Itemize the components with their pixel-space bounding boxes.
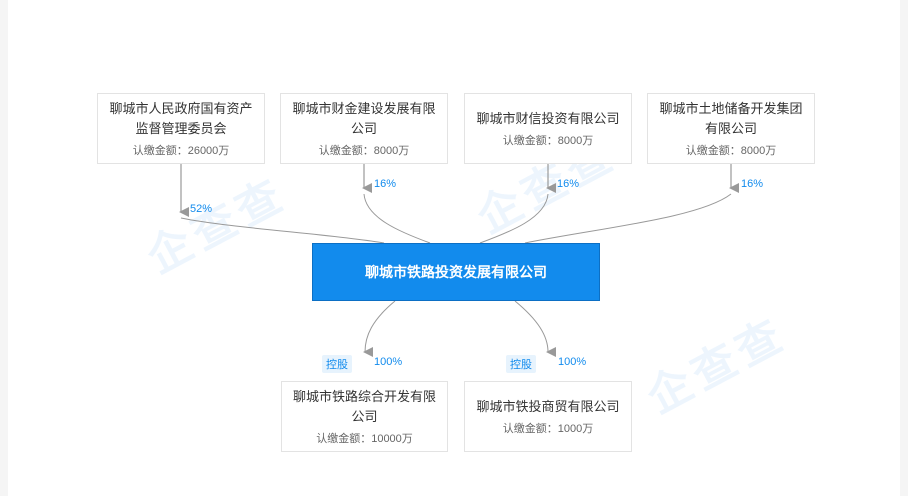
subsidiary-name: 聊城市铁投商贸有限公司 (476, 398, 620, 414)
shareholder-amount: 认缴金额：8000万 (318, 144, 410, 157)
shareholder-name: 聊城市人民政府国有资产监督管理委员会 (109, 100, 253, 136)
shareholder-name: 聊城市土地储备开发集团有限公司 (659, 100, 803, 136)
shareholder-percent: 52% (190, 203, 213, 215)
shareholder-amount: 认缴金额：8000万 (685, 144, 777, 157)
subsidiary-node[interactable]: 聊城市铁路综合开发有限公司 认缴金额：10000万 (281, 381, 448, 452)
holding-tag: 控股 (322, 355, 352, 373)
subsidiary-node[interactable]: 聊城市铁投商贸有限公司 认缴金额：1000万 (464, 381, 632, 452)
edge-subsidiary-1 (363, 300, 396, 358)
subsidiary-percent: 100% (374, 356, 403, 368)
shareholder-amount: 认缴金额：8000万 (502, 134, 594, 147)
shareholder-name: 聊城市财信投资有限公司 (476, 110, 620, 126)
shareholder-node[interactable]: 聊城市土地储备开发集团有限公司 认缴金额：8000万 (647, 93, 815, 164)
edge-shareholder-3-link (479, 193, 549, 244)
main-company-name: 聊城市铁路投资发展有限公司 (365, 264, 547, 280)
shareholder-percent: 16% (741, 178, 764, 190)
holding-tag: 控股 (506, 355, 536, 373)
edge-shareholder-1-link (180, 217, 385, 244)
shareholder-node[interactable]: 聊城市财信投资有限公司 认缴金额：8000万 (464, 93, 632, 164)
shareholder-node[interactable]: 聊城市财金建设发展有限公司 认缴金额：8000万 (280, 93, 448, 164)
edge-shareholder-4-link (524, 193, 732, 244)
main-company-node[interactable]: 聊城市铁路投资发展有限公司 (312, 243, 600, 301)
subsidiary-name: 聊城市铁路综合开发有限公司 (292, 388, 436, 424)
edge-shareholder-2-link (363, 193, 431, 244)
shareholder-name: 聊城市财金建设发展有限公司 (292, 100, 436, 136)
shareholder-percent: 16% (374, 178, 397, 190)
shareholder-node[interactable]: 聊城市人民政府国有资产监督管理委员会 认缴金额：26000万 (97, 93, 265, 164)
subsidiary-percent: 100% (558, 356, 587, 368)
shareholder-amount: 认缴金额：26000万 (132, 144, 230, 157)
edge-subsidiary-2 (514, 300, 557, 357)
subsidiary-amount: 认缴金额：10000万 (316, 432, 413, 445)
shareholder-percent: 16% (557, 178, 580, 190)
subsidiary-amount: 认缴金额：1000万 (502, 422, 594, 435)
